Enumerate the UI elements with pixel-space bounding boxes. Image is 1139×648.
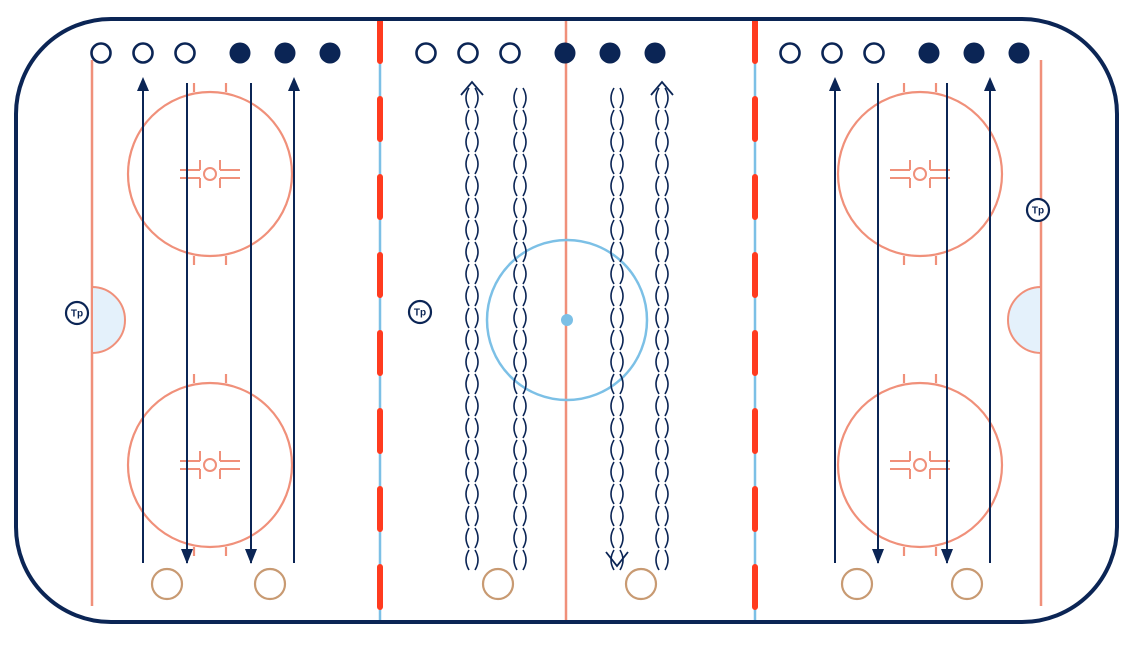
weave-lanes [460,80,674,571]
weave-path [610,87,624,571]
coach-marker: Tp [1025,197,1051,223]
arrow-down-icon [872,549,884,564]
player-filled [644,42,666,64]
player-filled [1008,42,1030,64]
player-open [779,42,801,64]
player-filled [963,42,985,64]
faceoff-right-top [836,83,1004,265]
arrow-up-icon [829,77,841,91]
faceoff-left-top [126,83,294,265]
skate-lane-up [137,77,149,563]
player-open [415,42,437,64]
weave-lane-up [460,80,484,571]
faceoff-circle [126,381,294,549]
weave-path [655,87,669,571]
player-filled [918,42,940,64]
coach-circle [1025,197,1051,223]
skating-lanes [137,77,996,564]
faceoff-right-bottom [836,374,1004,556]
player-markers [90,42,1030,64]
player-filled [319,42,341,64]
skate-lane-down [872,83,884,564]
chevron-up-icon [650,80,674,96]
weave-lane-down [605,87,629,571]
faceoff-hashes [890,451,950,479]
puck-start-marker [950,567,984,601]
arrow-down-icon [245,549,257,564]
player-open [457,42,479,64]
skate-lane-up [829,77,841,563]
puck-start-marker [624,567,658,601]
puck-start-marker [840,567,874,601]
player-filled [229,42,251,64]
coach-marker: Tp [64,300,90,326]
goal-crease-left [91,285,126,355]
faceoff-dot [913,167,927,181]
weave-path [513,87,527,571]
arrow-up-icon [288,77,300,91]
skate-lane-down [245,83,257,564]
player-filled [274,42,296,64]
faceoff-dot [203,167,217,181]
arrow-down-icon [181,549,193,564]
coach-label: Tp [1032,206,1044,217]
puck-markers [150,567,984,601]
player-open [863,42,885,64]
player-open [174,42,196,64]
coach-label: Tp [71,309,83,320]
center-faceoff-dot [561,314,573,326]
player-filled [554,42,576,64]
chevron-up-icon [460,80,484,96]
coach-circle [407,299,433,325]
faceoff-hashes [180,160,240,188]
arrow-up-icon [137,77,149,91]
skate-lane-up [984,77,996,563]
goal-crease-right [1007,285,1042,355]
faceoff-circle [126,90,294,258]
player-open [499,42,521,64]
rink-boards [14,17,1119,624]
faceoff-dot [913,458,927,472]
player-open [821,42,843,64]
faceoff-circle [836,90,1004,258]
weave-path [465,87,479,571]
skate-lane-down [181,83,193,564]
center-circle [485,238,649,402]
player-open [132,42,154,64]
player-filled [599,42,621,64]
faceoff-left-bottom [126,374,294,556]
chevron-down-icon [605,551,629,568]
weave-lane-none [513,87,527,571]
puck-start-marker [150,567,184,601]
coach-label: Tp [414,308,426,319]
faceoff-circle [836,381,1004,549]
puck-start-marker [481,567,515,601]
player-open [90,42,112,64]
weave-lane-up [650,80,674,571]
faceoff-hashes [180,451,240,479]
skate-lane-down [941,83,953,564]
arrow-down-icon [941,549,953,564]
arrow-up-icon [984,77,996,91]
rink-markings [90,18,1043,623]
coach-marker: Tp [407,299,433,325]
puck-start-marker [253,567,287,601]
faceoff-hashes [890,160,950,188]
skate-lane-up [288,77,300,563]
faceoff-dot [203,458,217,472]
coach-circle [64,300,90,326]
